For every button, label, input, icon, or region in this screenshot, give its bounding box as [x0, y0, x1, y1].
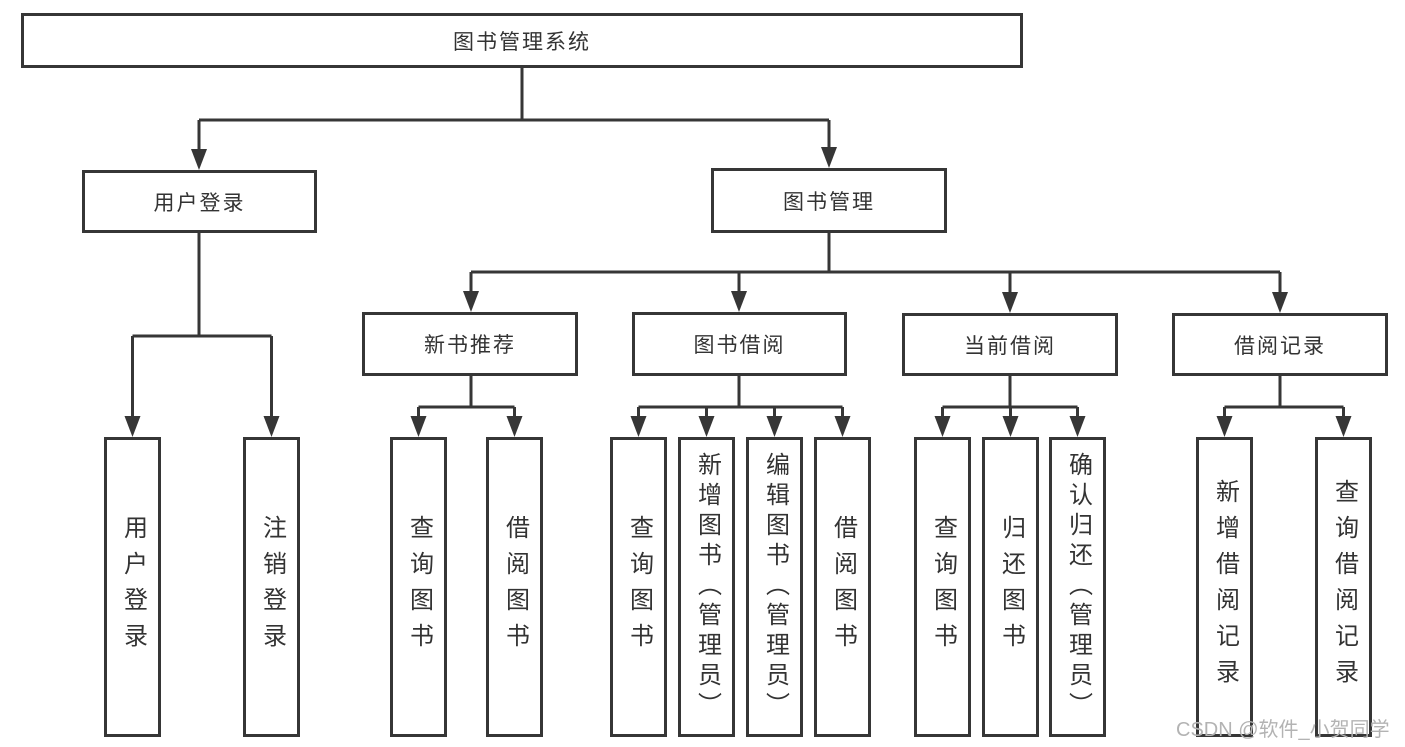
node-book-borrowing: 图书借阅 — [632, 312, 847, 376]
node-new-book-recommend: 新书推荐 — [362, 312, 578, 376]
node-book-management: 图书管理 — [711, 168, 947, 233]
leaf-borrow-books-label: 借阅图书 — [829, 515, 857, 659]
node-current-borrowing: 当前借阅 — [902, 313, 1118, 376]
leaf-query-borrow-record: 查询借阅记录 — [1315, 437, 1372, 737]
leaf-borrow-books: 借阅图书 — [814, 437, 871, 737]
leaf-return-books: 归还图书 — [982, 437, 1039, 737]
leaf-query-books-recommend-label: 查询图书 — [405, 515, 433, 659]
leaf-borrow-books-recommend-label: 借阅图书 — [501, 515, 529, 659]
node-new-book-recommend-label: 新书推荐 — [424, 334, 516, 357]
node-user-login-label: 用户登录 — [153, 191, 246, 215]
leaf-add-borrow-record: 新增借阅记录 — [1196, 437, 1253, 737]
node-borrowing-records: 借阅记录 — [1172, 313, 1388, 376]
node-library-system: 图书管理系统 — [21, 13, 1023, 68]
leaf-query-borrow-record-label: 查询借阅记录 — [1330, 479, 1358, 695]
leaf-confirm-return-admin-label: 确认归还（管理员） — [1064, 452, 1092, 722]
leaf-add-books-admin: 新增图书（管理员） — [678, 437, 735, 737]
node-current-borrowing-label: 当前借阅 — [964, 334, 1056, 358]
node-book-management-label: 图书管理 — [783, 190, 875, 214]
leaf-edit-books-admin: 编辑图书（管理员） — [746, 437, 803, 737]
leaf-confirm-return-admin: 确认归还（管理员） — [1049, 437, 1106, 737]
leaf-return-books-label: 归还图书 — [997, 515, 1025, 659]
node-user-login: 用户登录 — [82, 170, 317, 233]
leaf-query-books-current: 查询图书 — [914, 437, 971, 737]
leaf-borrow-books-recommend: 借阅图书 — [486, 437, 543, 737]
leaf-add-books-admin-label: 新增图书（管理员） — [693, 452, 721, 722]
leaf-query-books-recommend: 查询图书 — [390, 437, 447, 737]
leaf-query-books-borrowing-label: 查询图书 — [625, 515, 653, 659]
leaf-user-login: 用户登录 — [104, 437, 161, 737]
watermark: CSDN @软件_小贺同学 — [1176, 719, 1390, 741]
leaf-logout-login: 注销登录 — [243, 437, 300, 737]
node-book-borrowing-label: 图书借阅 — [693, 334, 786, 357]
node-library-system-label: 图书管理系统 — [453, 30, 591, 54]
leaf-query-books-current-label: 查询图书 — [929, 515, 957, 659]
leaf-edit-books-admin-label: 编辑图书（管理员） — [761, 452, 789, 722]
leaf-logout-login-label: 注销登录 — [258, 515, 286, 659]
leaf-user-login-label: 用户登录 — [119, 515, 147, 659]
node-borrowing-records-label: 借阅记录 — [1234, 334, 1326, 358]
leaf-add-borrow-record-label: 新增借阅记录 — [1211, 479, 1239, 695]
leaf-query-books-borrowing: 查询图书 — [610, 437, 667, 737]
